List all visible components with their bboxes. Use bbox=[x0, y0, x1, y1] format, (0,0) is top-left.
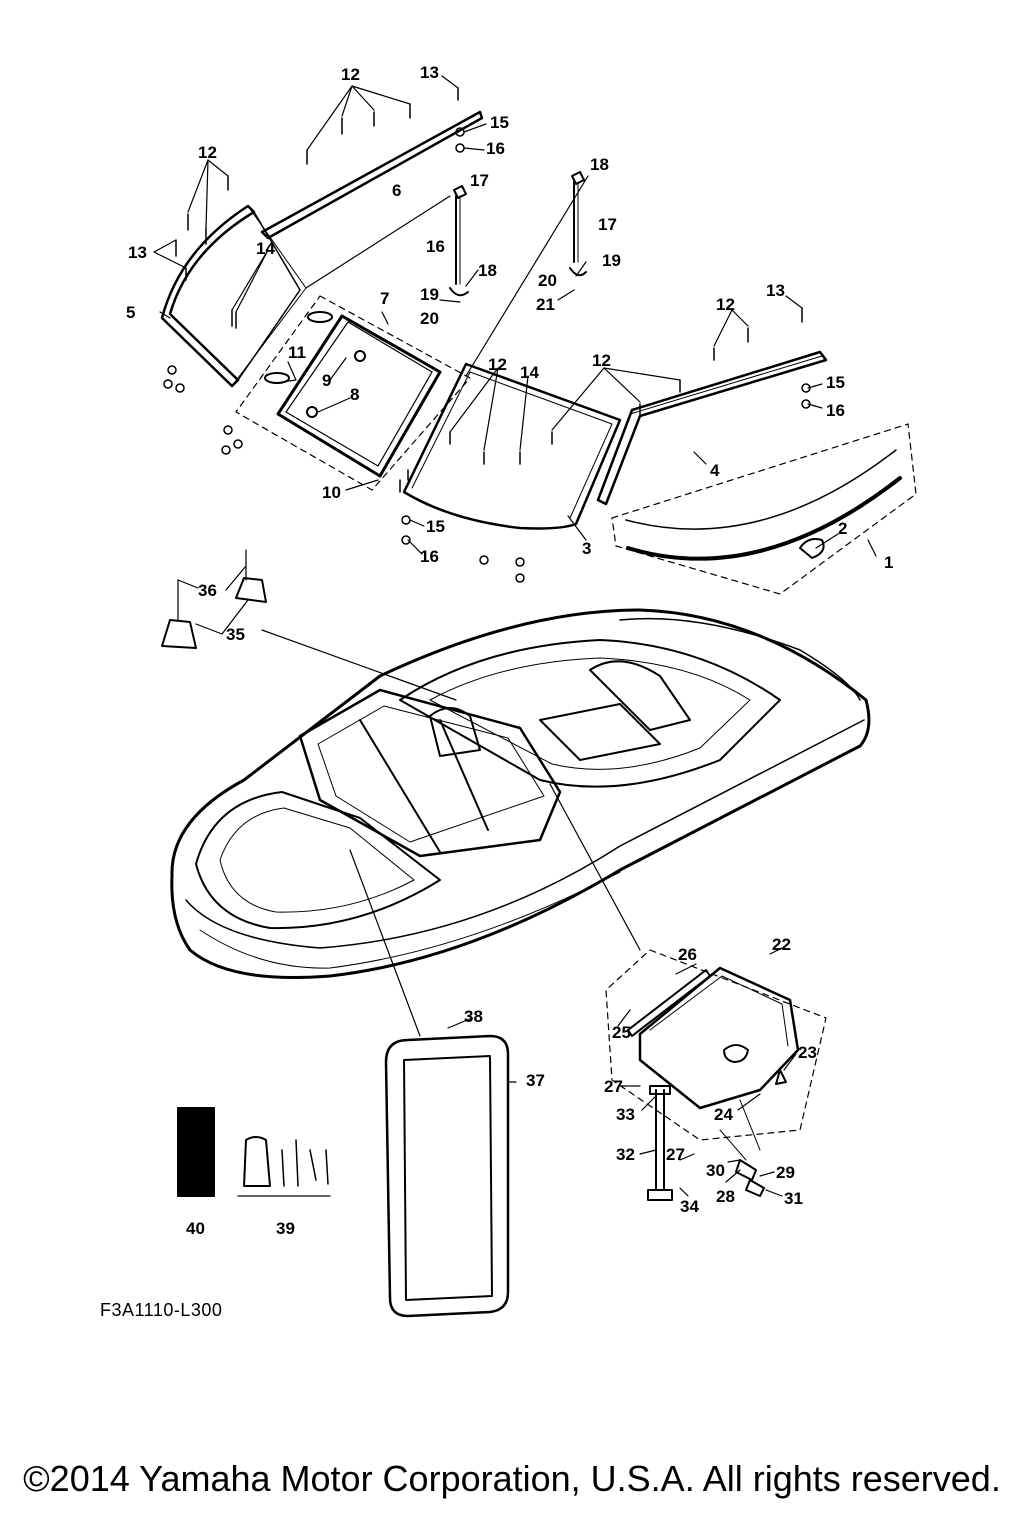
callout-7: 7 bbox=[380, 289, 390, 308]
support-rods-17 bbox=[449, 171, 587, 297]
windshield-center-3 bbox=[402, 362, 622, 530]
callout-4: 4 bbox=[710, 461, 720, 480]
callout-33: 33 bbox=[616, 1105, 635, 1124]
callout-8: 8 bbox=[350, 385, 360, 404]
callout-31: 31 bbox=[784, 1189, 803, 1208]
boat-hull bbox=[170, 608, 871, 979]
callout-36: 36 bbox=[198, 581, 217, 600]
callout-24: 24 bbox=[714, 1105, 733, 1124]
callout-26: 26 bbox=[678, 945, 697, 964]
callout-12-left: 12 bbox=[198, 143, 217, 162]
callout-22: 22 bbox=[772, 935, 791, 954]
bracket-35 bbox=[161, 549, 267, 649]
callout-17-a: 16 bbox=[426, 237, 445, 256]
callout-28: 28 bbox=[716, 1187, 735, 1206]
windshield-frame-5 bbox=[160, 204, 307, 388]
callout-27-b: 27 bbox=[666, 1145, 685, 1164]
callout-25: 25 bbox=[612, 1023, 631, 1042]
callout-23: 23 bbox=[798, 1043, 817, 1062]
hatch-cover-37 bbox=[384, 1034, 510, 1318]
callout-16-bottom: 16 bbox=[420, 547, 439, 566]
callout-10: 10 bbox=[322, 483, 341, 502]
callout-15-right: 15 bbox=[826, 373, 845, 392]
callout-16-top: 16 bbox=[486, 139, 505, 158]
windshield-right-4 bbox=[596, 350, 828, 506]
callout-1: 1 bbox=[884, 553, 894, 572]
drawing-code: F3A1110-L300 bbox=[100, 1300, 223, 1320]
callout-27-a: 27 bbox=[604, 1077, 623, 1096]
callout-13-top: 13 bbox=[420, 63, 439, 82]
callout-6: 6 bbox=[392, 181, 402, 200]
callout-14-center: 14 bbox=[520, 363, 539, 382]
callout-38: 38 bbox=[464, 1007, 483, 1026]
hatch-group-22 bbox=[605, 949, 827, 1141]
callout-29: 29 bbox=[776, 1163, 795, 1182]
callout-19-b: 19 bbox=[602, 251, 621, 270]
callout-21-a: 20 bbox=[420, 309, 439, 328]
callout-9: 9 bbox=[322, 371, 332, 390]
callout-16-right: 16 bbox=[826, 401, 845, 420]
callout-14-left: 13 bbox=[128, 243, 147, 262]
callout-3: 3 bbox=[582, 539, 592, 558]
leader-lines bbox=[153, 75, 877, 1197]
callout-14-mid: 14 bbox=[256, 239, 275, 258]
callout-32: 32 bbox=[616, 1145, 635, 1164]
callout-18-b: 18 bbox=[590, 155, 609, 174]
callout-40: 40 bbox=[186, 1219, 205, 1238]
callout-12-top: 12 bbox=[341, 65, 360, 84]
callout-5: 5 bbox=[126, 303, 136, 322]
fasteners bbox=[163, 87, 811, 583]
callout-13-right: 13 bbox=[766, 281, 785, 300]
part-40 bbox=[177, 1107, 215, 1197]
callout-2: 2 bbox=[838, 519, 848, 538]
callout-20-a: 19 bbox=[420, 285, 439, 304]
callout-11: 11 bbox=[288, 343, 306, 362]
copyright-notice: ©2014 Yamaha Motor Corporation, U.S.A. A… bbox=[23, 1458, 1001, 1499]
callout-18-a: 17 bbox=[470, 171, 489, 190]
callout-21-b: 21 bbox=[536, 295, 555, 314]
trim-group-1 bbox=[611, 423, 917, 595]
callout-12-right: 12 bbox=[716, 295, 735, 314]
strut-32 bbox=[647, 1085, 765, 1201]
callout-39: 39 bbox=[276, 1219, 295, 1238]
callout-30: 30 bbox=[706, 1161, 725, 1180]
callout-35: 35 bbox=[226, 625, 245, 644]
callout-19-a: 18 bbox=[478, 261, 497, 280]
callout-17-b: 17 bbox=[598, 215, 617, 234]
callout-20-b: 20 bbox=[538, 271, 557, 290]
callout-37: 37 bbox=[526, 1071, 545, 1090]
callout-12-center: 12 bbox=[488, 355, 507, 374]
callout-15-bottom: 15 bbox=[426, 517, 445, 536]
tool-kit-39 bbox=[237, 1136, 331, 1197]
windshield-door-group-7 bbox=[235, 295, 471, 491]
windshield-trim-strip-6 bbox=[260, 110, 484, 240]
callout-34: 34 bbox=[680, 1197, 699, 1216]
callout-15-top: 15 bbox=[490, 113, 509, 132]
callout-12-center-right: 12 bbox=[592, 351, 611, 370]
